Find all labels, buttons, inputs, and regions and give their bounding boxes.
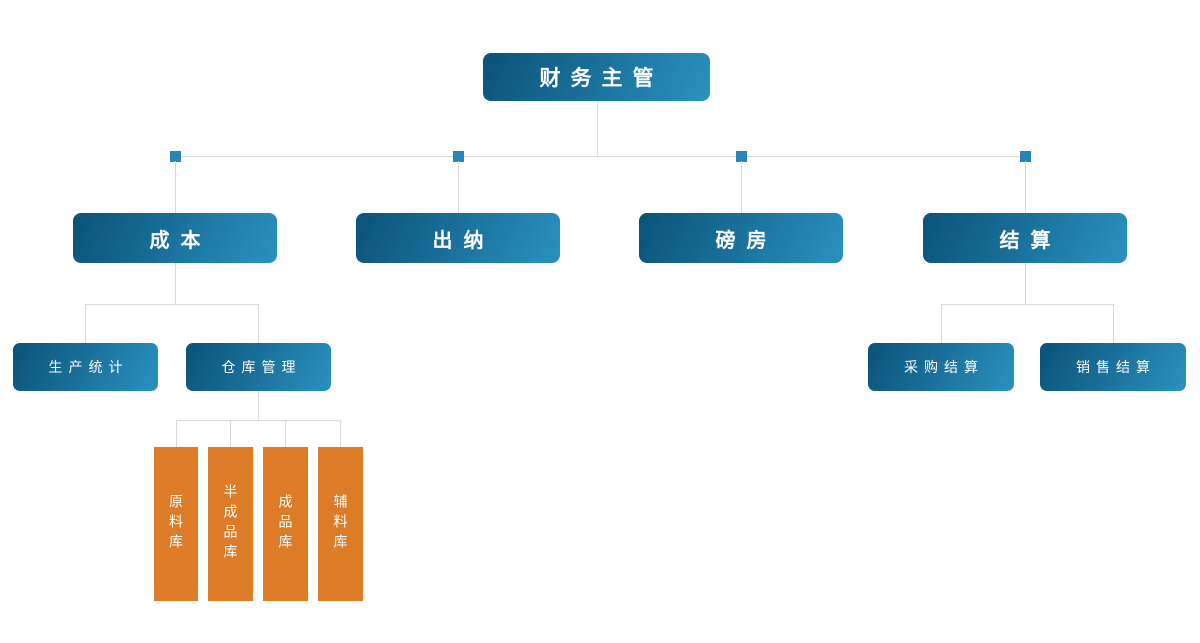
connector-root-drop [597,101,598,156]
node-finance-supervisor: 财务主管 [483,53,710,101]
connector-settlement-rail [941,304,1114,305]
node-label: 销售结算 [1076,359,1156,375]
node-semi-finished-warehouse: 半成品库 [208,447,253,601]
connector-cost-down [175,263,176,304]
node-raw-material-warehouse: 原料库 [154,447,198,601]
connector-drop-weighbridge [741,161,742,213]
node-weighbridge: 磅房 [639,213,843,263]
node-label: 生产统计 [48,359,129,375]
junction-square-cost [170,151,181,162]
junction-square-settlement [1020,151,1031,162]
node-label: 采购结算 [904,359,984,375]
node-label: 成品库 [277,494,294,554]
connector-production-stats-drop [85,304,86,343]
node-cost: 成本 [73,213,277,263]
node-finished-goods-warehouse: 成品库 [263,447,308,601]
connector-warehouse-rail [176,420,341,421]
node-label: 磅房 [715,229,778,252]
node-purchase-settlement: 采购结算 [868,343,1014,391]
junction-square-weighbridge [736,151,747,162]
connector-main-rail [172,156,1027,157]
node-label: 原料库 [168,494,184,554]
node-warehouse-mgmt: 仓库管理 [186,343,331,391]
connector-auxiliary-material-drop [340,420,341,447]
connector-settlement-down [1025,263,1026,304]
connector-warehouse-mgmt-drop [258,304,259,343]
node-label: 仓库管理 [221,359,302,375]
connector-drop-cost [175,161,176,213]
connector-drop-cashier [458,161,459,213]
node-settlement: 结算 [923,213,1127,263]
node-cashier: 出纳 [356,213,560,263]
connector-purchase-settlement-drop [941,304,942,343]
node-label: 辅料库 [332,494,349,554]
node-label: 财务主管 [539,67,664,90]
connector-sales-settlement-drop [1113,304,1114,343]
connector-semi-finished-drop [230,420,231,447]
node-label: 成本 [149,229,212,252]
node-production-stats: 生产统计 [13,343,158,391]
junction-square-cashier [453,151,464,162]
node-auxiliary-material-warehouse: 辅料库 [318,447,363,601]
connector-warehouse-down [258,391,259,420]
node-sales-settlement: 销售结算 [1040,343,1186,391]
node-label: 结算 [999,229,1062,252]
connector-cost-rail [85,304,259,305]
node-label: 半成品库 [222,484,239,564]
connector-raw-material-drop [176,420,177,447]
connector-drop-settlement [1025,161,1026,213]
connector-finished-goods-drop [285,420,286,447]
node-label: 出纳 [432,229,495,252]
